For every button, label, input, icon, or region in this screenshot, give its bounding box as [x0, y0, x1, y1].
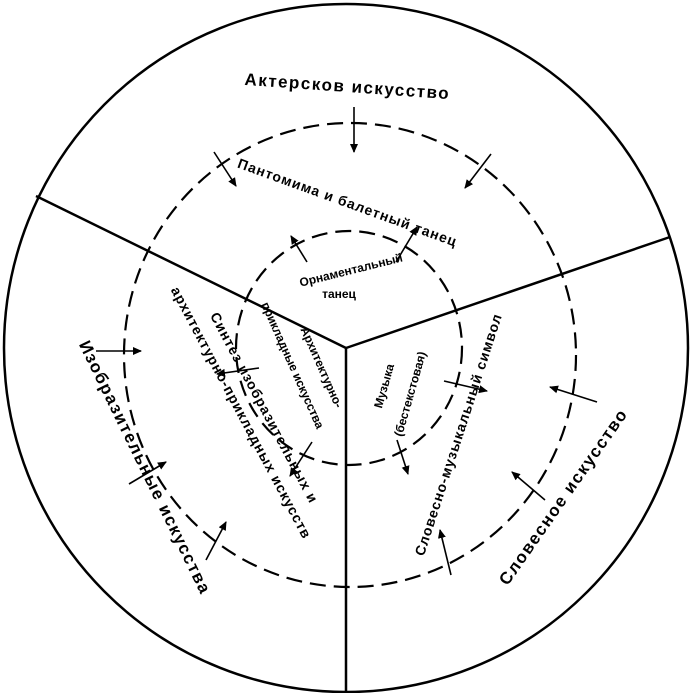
ornamental-label-line1: Орнаментальный — [298, 251, 404, 290]
sector-label-fine: Изобразительные искусства — [75, 338, 215, 598]
arrow-verbal-upper — [549, 385, 598, 403]
arrow-fine-middle — [128, 461, 167, 485]
sector-label-acting: Актерсков искусство — [244, 70, 451, 103]
ornamental-label-line2: танец — [322, 287, 356, 301]
divider-left — [35, 194, 347, 350]
divider-right — [345, 235, 671, 350]
arrow-pantomime-right — [395, 226, 418, 263]
middle-ring — [122, 121, 578, 589]
arrow-music-down — [396, 439, 410, 475]
arrow-music-right — [443, 380, 488, 394]
pantomime-label: Пантомима и балетный танец — [236, 155, 460, 250]
music-label-line1: Музыка — [371, 362, 397, 410]
arrow-inner-left — [216, 367, 260, 377]
arrow-acting-right — [464, 153, 492, 189]
arrow-acting-left — [213, 151, 237, 187]
arrow-fine-lower — [205, 521, 227, 561]
inner-ring — [234, 229, 464, 467]
arrow-verbal-middle — [511, 471, 546, 501]
arrow-verbal-lower — [438, 529, 452, 576]
arrow-pantomime-left — [290, 235, 308, 263]
music-label-line2: (бестекстовая) — [391, 350, 429, 438]
arrow-inner-down — [289, 441, 313, 477]
